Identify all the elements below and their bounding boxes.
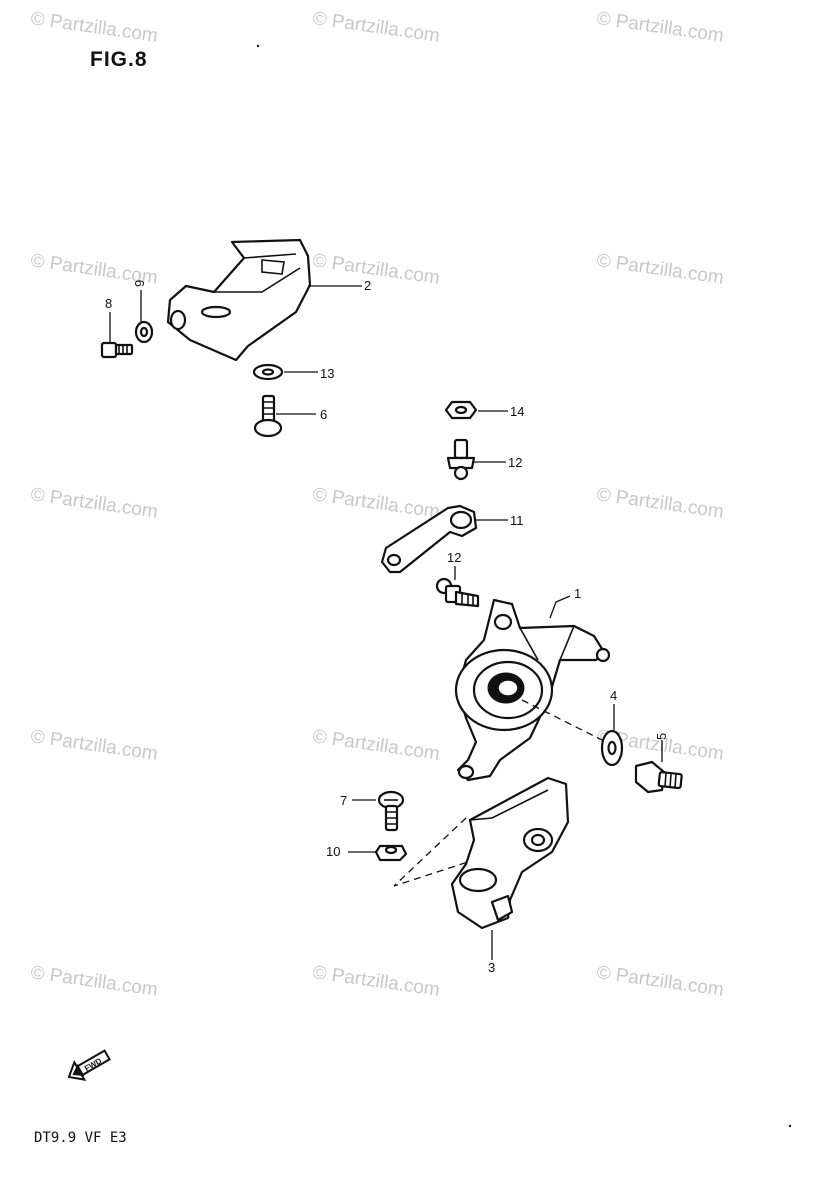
callout-2: 2 xyxy=(364,278,371,293)
callout-labels: 1 2 3 4 5 6 7 8 9 10 11 12 12 13 14 xyxy=(105,278,669,975)
part-11-link[interactable] xyxy=(380,504,478,574)
callout-12-upper: 12 xyxy=(508,455,522,470)
fwd-arrow-icon: FWD xyxy=(67,1049,111,1082)
scan-speck xyxy=(256,44,260,48)
part-2-bracket[interactable] xyxy=(166,238,312,362)
callout-6: 6 xyxy=(320,407,327,422)
part-12-ballstud-upper[interactable] xyxy=(446,438,476,481)
part-3-arm[interactable] xyxy=(450,776,570,930)
part-4-washer[interactable] xyxy=(600,729,624,767)
callout-8: 8 xyxy=(105,296,112,311)
watermark: © Partzilla.com xyxy=(29,8,159,47)
callout-1: 1 xyxy=(574,586,581,601)
leader-lines xyxy=(109,285,663,960)
center-line xyxy=(521,699,607,743)
part-13-washer[interactable] xyxy=(252,363,284,381)
watermark: © Partzilla.com xyxy=(311,962,441,1001)
part-6-bolt[interactable] xyxy=(253,394,283,438)
callout-5: 5 xyxy=(654,733,669,740)
model-code: DT9.9 VF E3 xyxy=(34,1130,127,1146)
part-5-bolt[interactable] xyxy=(634,760,683,794)
figure-title: FIG.8 xyxy=(90,48,148,71)
part-7-screw[interactable] xyxy=(377,790,405,832)
watermark: © Partzilla.com xyxy=(311,726,441,765)
callout-3: 3 xyxy=(488,960,495,975)
part-1-swivel-bracket[interactable] xyxy=(454,598,611,782)
watermark: © Partzilla.com xyxy=(311,250,441,289)
watermark: © Partzilla.com xyxy=(595,962,725,1001)
callout-10: 10 xyxy=(326,844,340,859)
scan-speck xyxy=(788,1124,792,1128)
assembly-line xyxy=(393,817,475,887)
watermark: © Partzilla.com xyxy=(595,250,725,289)
watermark: © Partzilla.com xyxy=(595,8,725,47)
part-12-ballstud-lower[interactable] xyxy=(435,577,480,608)
watermark: © Partzilla.com xyxy=(311,8,441,47)
callout-14: 14 xyxy=(510,404,524,419)
callout-4: 4 xyxy=(610,688,617,703)
callout-13: 13 xyxy=(320,366,334,381)
callout-9: 9 xyxy=(132,280,147,287)
part-8-bolt[interactable] xyxy=(100,341,134,359)
callout-11: 11 xyxy=(510,513,524,528)
watermark: © Partzilla.com xyxy=(29,962,159,1001)
watermark: © Partzilla.com xyxy=(29,484,159,523)
callout-7: 7 xyxy=(340,793,347,808)
watermark: © Partzilla.com xyxy=(311,484,441,523)
part-9-washer[interactable] xyxy=(134,320,154,344)
part-14-nut[interactable] xyxy=(444,400,478,420)
part-10-nut[interactable] xyxy=(374,844,408,862)
callout-12-lower: 12 xyxy=(447,550,461,565)
watermark: © Partzilla.com xyxy=(595,484,725,523)
watermark: © Partzilla.com xyxy=(29,726,159,765)
